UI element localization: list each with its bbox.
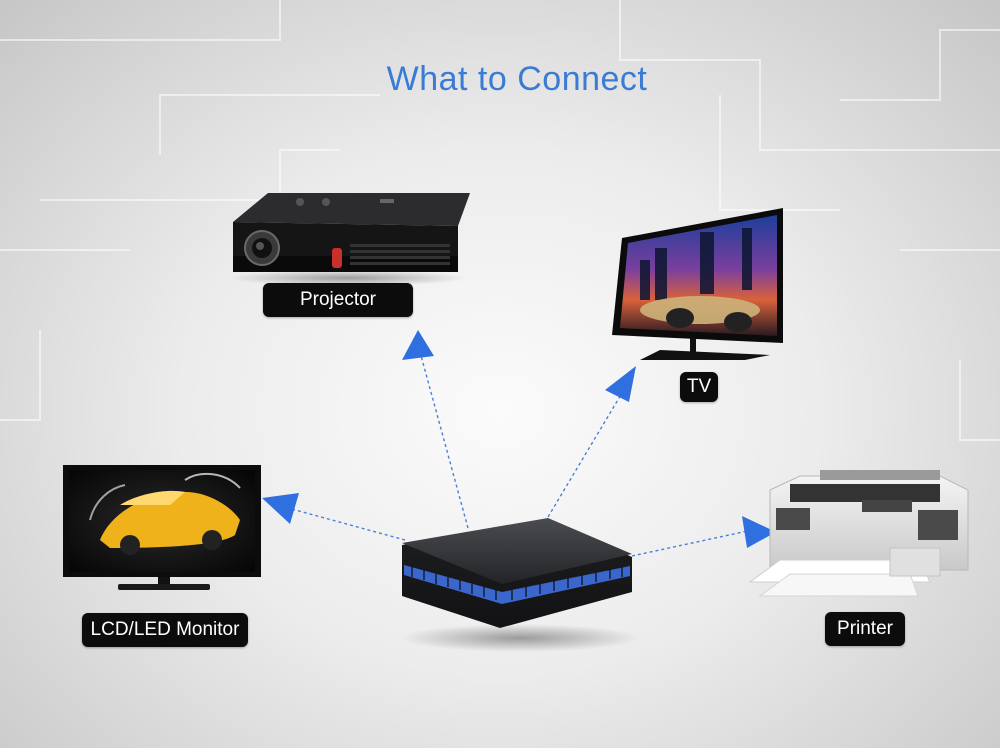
- arrow-to-printer: [742, 516, 776, 548]
- projector-device: [228, 193, 470, 286]
- monitor-label: LCD/LED Monitor: [82, 613, 248, 647]
- monitor-device: [63, 465, 261, 590]
- projector-label: Projector: [263, 283, 413, 317]
- printer-label: Printer: [825, 612, 905, 646]
- printer-device: [748, 470, 969, 597]
- led-strip: [404, 565, 630, 604]
- arrow-to-monitor: [262, 493, 299, 524]
- mini-pc-device: [400, 518, 640, 652]
- tv-device: [612, 208, 783, 360]
- connection-lines: [287, 351, 753, 557]
- page-title: What to Connect: [386, 60, 648, 98]
- background-lines: [0, 0, 1000, 440]
- tv-label: TV: [680, 372, 718, 402]
- car-image: [89, 472, 241, 555]
- arrow-to-projector: [402, 330, 434, 360]
- arrow-to-tv: [605, 366, 636, 402]
